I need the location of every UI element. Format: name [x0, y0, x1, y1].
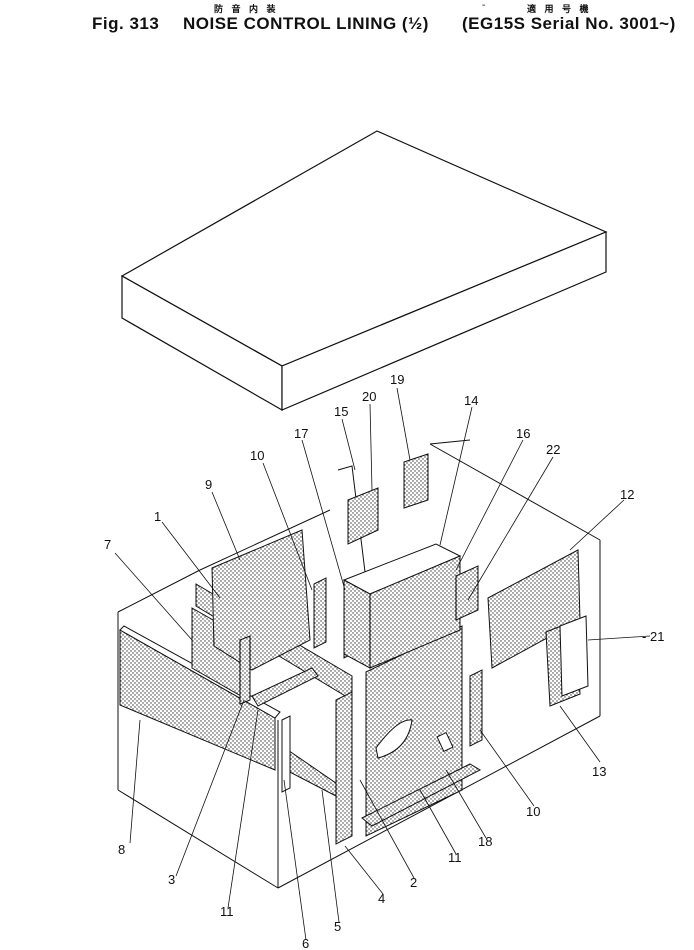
callout-11-left: 11 — [220, 904, 234, 919]
callout-2: 2 — [410, 875, 417, 890]
figure-title: NOISE CONTROL LINING (½) — [183, 14, 429, 33]
title-japanese: 防 音 内 装 — [214, 4, 279, 14]
panel-22 — [455, 565, 479, 621]
callout-15: 15 — [334, 404, 348, 419]
callout-17: 17 — [294, 426, 308, 441]
callout-22: 22 — [546, 442, 560, 457]
callout-3: 3 — [168, 872, 175, 887]
callout-4: 4 — [378, 891, 385, 906]
panel-4 — [335, 691, 353, 845]
callout-10-right: 10 — [526, 804, 540, 819]
panel-20 — [347, 487, 379, 545]
serial-close-paren: ) — [669, 14, 676, 33]
panel-14-16 — [342, 543, 462, 669]
panel-3 — [239, 635, 251, 705]
panel-5-6 — [281, 715, 347, 797]
callout-11-bottom: 11 — [448, 850, 462, 865]
panel-10-left — [313, 577, 327, 649]
panel-11-bottom — [361, 763, 482, 827]
panel-19 — [403, 453, 429, 509]
callout-8: 8 — [118, 842, 125, 857]
callout-20: 20 — [362, 389, 376, 404]
panel-13-21 — [545, 615, 589, 707]
dash-mark: - — [482, 0, 486, 11]
callout-13: 13 — [592, 764, 606, 779]
panel-9 — [211, 529, 311, 671]
callout-21: 21 — [650, 629, 664, 644]
top-cover — [120, 130, 608, 412]
callout-14: 14 — [464, 393, 478, 408]
serial-number: EG15S Serial No. 3001~ — [468, 14, 670, 33]
serial-open-paren: ( — [462, 14, 469, 33]
enclosure-frame — [117, 439, 601, 889]
callout-10-left: 10 — [250, 448, 264, 463]
callout-7: 7 — [104, 537, 111, 552]
panel-11-left — [251, 667, 319, 707]
applicability-japanese: 適 用 号 機 — [527, 4, 592, 14]
callout-6: 6 — [302, 936, 309, 950]
callout-labels: 1 2 3 4 5 6 7 8 9 10 10 11 11 11 12 13 1… — [104, 372, 664, 950]
serial-info: (EG15S Serial No. 3001~) — [462, 14, 676, 34]
callout-18: 18 — [478, 834, 492, 849]
callout-9: 9 — [205, 477, 212, 492]
callout-16: 16 — [516, 426, 530, 441]
panel-10-right — [469, 669, 483, 747]
callout-12: 12 — [620, 487, 634, 502]
figure-label: Fig. 313 — [92, 14, 160, 33]
callout-1: 1 — [154, 509, 161, 524]
leader-lines — [114, 387, 651, 941]
callout-19: 19 — [390, 372, 404, 387]
callout-21-dash: - — [642, 629, 646, 644]
panel-15 — [337, 465, 367, 581]
callout-5: 5 — [334, 919, 341, 934]
